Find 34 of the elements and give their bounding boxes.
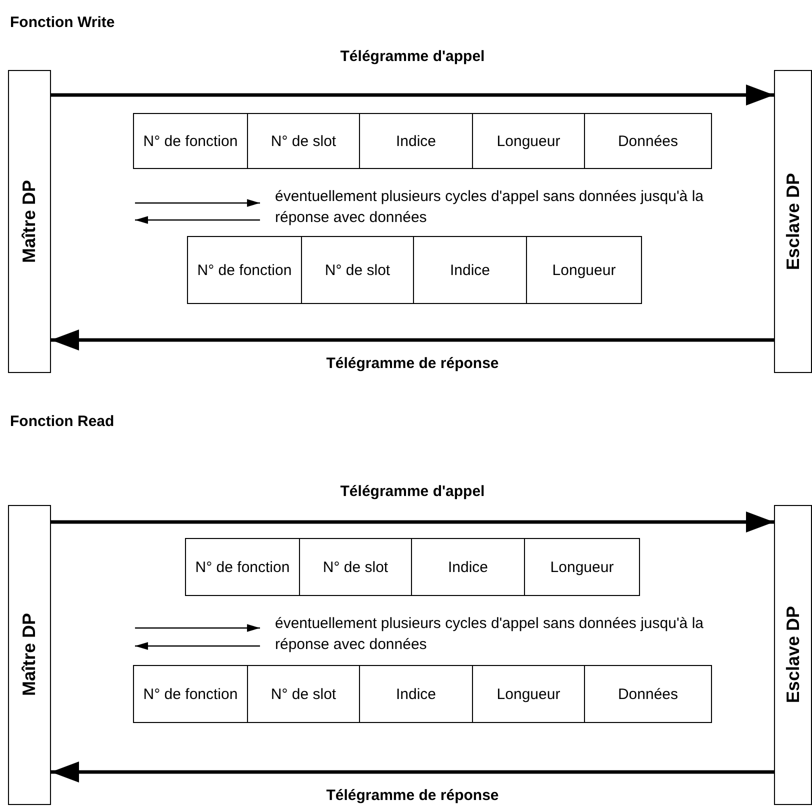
edge-label: Télégramme d'appel: [338, 48, 487, 65]
frame-field: N° de slot: [247, 113, 360, 169]
edge-label: Télégramme de réponse: [324, 355, 501, 372]
frame-field: N° de fonction: [187, 236, 302, 304]
section-heading: Fonction Write: [10, 14, 116, 31]
frame-field: Indice: [359, 665, 473, 723]
section-heading: Fonction Read: [10, 413, 116, 430]
note-text: éventuellement plusieurs cycles d'appel sans données jusqu'à la réponse avec données: [275, 187, 704, 228]
arrow: [51, 330, 774, 350]
note-text: éventuellement plusieurs cycles d'appel sans données jusqu'à la réponse avec données: [275, 614, 704, 655]
frame-field: Données: [584, 665, 712, 723]
station-box: Maître DP: [8, 70, 51, 373]
arrow: [51, 84, 774, 106]
station-box: Esclave DP: [774, 505, 812, 805]
frame-field: Longueur: [472, 665, 585, 723]
frame-field: N° de slot: [247, 665, 360, 723]
station-box: Esclave DP: [774, 70, 812, 373]
frame-field: N° de fonction: [185, 538, 300, 596]
frame-field: Longueur: [524, 538, 640, 596]
station-box: Maître DP: [8, 505, 51, 805]
frame-field: Longueur: [472, 113, 585, 169]
edge-label: Télégramme de réponse: [324, 787, 501, 804]
frame-field: N° de fonction: [133, 665, 248, 723]
frame-field: Longueur: [526, 236, 642, 304]
edge-label: Télégramme d'appel: [338, 483, 487, 500]
frame-field: Indice: [413, 236, 527, 304]
frame-field: N° de slot: [299, 538, 412, 596]
arrow: [51, 512, 774, 532]
arrow: [51, 762, 774, 782]
frame-field: Indice: [411, 538, 525, 596]
frame-field: Données: [584, 113, 712, 169]
frame-field: N° de fonction: [133, 113, 248, 169]
frame-field: Indice: [359, 113, 473, 169]
frame-field: N° de slot: [301, 236, 414, 304]
